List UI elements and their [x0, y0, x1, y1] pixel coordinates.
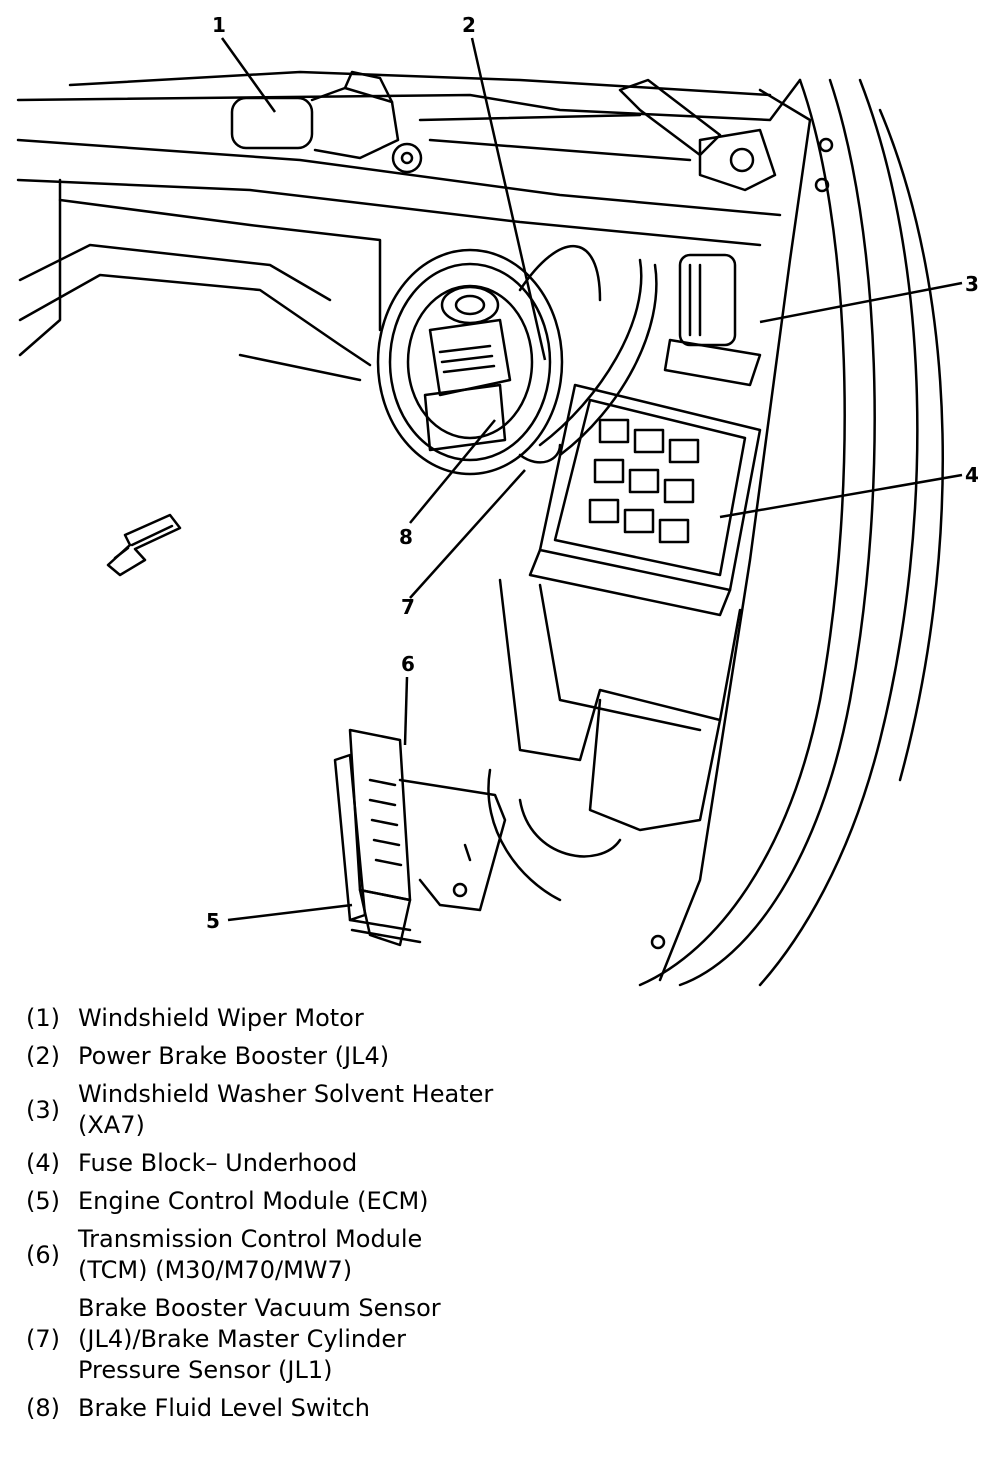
- wiper-linkage: [418, 78, 777, 192]
- callout-6: 6: [401, 652, 415, 676]
- engine-control-module: [333, 728, 422, 947]
- legend-line: Brake Booster Vacuum Sensor: [78, 1294, 441, 1322]
- direction-arrow: [106, 513, 182, 577]
- legend-description: Fuse Block– Underhood: [78, 1148, 357, 1179]
- legend-number: (5): [26, 1187, 60, 1215]
- legend-item: (4) Fuse Block– Underhood: [26, 1148, 666, 1179]
- legend-number: (4): [26, 1149, 60, 1177]
- fuse-block-bracket: [487, 578, 742, 902]
- legend-number: (2): [26, 1042, 60, 1070]
- legend-line: Windshield Wiper Motor: [78, 1004, 364, 1032]
- legend-number: (7): [26, 1325, 60, 1353]
- master-cylinder-reservoir: [423, 285, 512, 452]
- legend-description: Transmission Control Module (TCM) (M30/M…: [78, 1224, 422, 1286]
- legend-line: Windshield Washer Solvent Heater: [78, 1080, 494, 1108]
- legend-description: Windshield Washer Solvent Heater (XA7): [78, 1079, 493, 1141]
- legend-number: (3): [26, 1095, 60, 1124]
- tcm-bracket: [398, 778, 507, 912]
- legend-item: (7) Brake Booster Vacuum Sensor (JL4)/Br…: [26, 1293, 666, 1386]
- legend-description: Engine Control Module (ECM): [78, 1186, 429, 1217]
- legend-line: Power Brake Booster (JL4): [78, 1042, 390, 1070]
- callout-5: 5: [206, 909, 220, 933]
- legend-description: Brake Booster Vacuum Sensor (JL4)/Brake …: [78, 1293, 441, 1386]
- engine-compartment-diagram: 1 2 3 4 5 6 7 8: [16, 13, 979, 987]
- fender: [638, 78, 944, 987]
- callout-leaders: [220, 37, 963, 922]
- callout-3: 3: [965, 272, 979, 296]
- fuse-block-underhood: [528, 383, 762, 617]
- legend-description: Power Brake Booster (JL4): [78, 1041, 389, 1072]
- legend-item: (6) Transmission Control Module (TCM) (M…: [26, 1224, 666, 1286]
- legend-item: (5) Engine Control Module (ECM): [26, 1186, 666, 1217]
- callout-2: 2: [462, 13, 476, 37]
- legend-item: (2) Power Brake Booster (JL4): [26, 1041, 666, 1072]
- legend-description: Windshield Wiper Motor: [78, 1003, 364, 1034]
- washer-solvent-heater: [663, 253, 762, 387]
- legend-line: Pressure Sensor (JL1): [78, 1356, 333, 1384]
- component-legend: (1) Windshield Wiper Motor (2) Power Bra…: [26, 1003, 666, 1431]
- legend-line: Fuse Block– Underhood: [78, 1149, 358, 1177]
- legend-number: (8): [26, 1394, 60, 1422]
- callout-7: 7: [401, 595, 415, 619]
- legend-line: Transmission Control Module: [78, 1225, 423, 1253]
- legend-line: Brake Fluid Level Switch: [78, 1394, 371, 1422]
- legend-line: (JL4)/Brake Master Cylinder: [78, 1325, 406, 1353]
- legend-item: (1) Windshield Wiper Motor: [26, 1003, 666, 1034]
- wiper-motor: [230, 70, 423, 174]
- callout-4: 4: [965, 463, 979, 487]
- brake-booster: [376, 245, 602, 476]
- legend-number: (1): [26, 1004, 60, 1032]
- legend-item: (3) Windshield Washer Solvent Heater (XA…: [26, 1079, 666, 1141]
- legend-line: Engine Control Module (ECM): [78, 1187, 429, 1215]
- legend-number: (6): [26, 1240, 60, 1269]
- legend-description: Brake Fluid Level Switch: [78, 1393, 370, 1424]
- legend-line: (TCM) (M30/M70/MW7): [78, 1256, 353, 1284]
- legend-item: (8) Brake Fluid Level Switch: [26, 1393, 666, 1424]
- cowl-panel: [16, 70, 802, 382]
- legend-line: (XA7): [78, 1111, 145, 1139]
- callout-1: 1: [212, 13, 226, 37]
- callout-labels: 1 2 3 4 5 6 7 8: [206, 13, 979, 933]
- callout-8: 8: [399, 525, 413, 549]
